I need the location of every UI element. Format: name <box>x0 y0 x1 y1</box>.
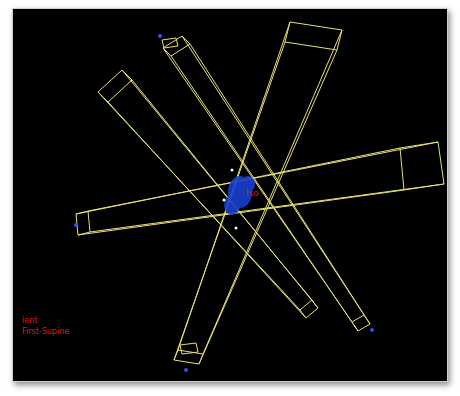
orientation-label: First-Supine <box>22 327 69 337</box>
orientation-label: ient <box>22 316 37 326</box>
isocenter-label: Iso <box>246 188 259 198</box>
